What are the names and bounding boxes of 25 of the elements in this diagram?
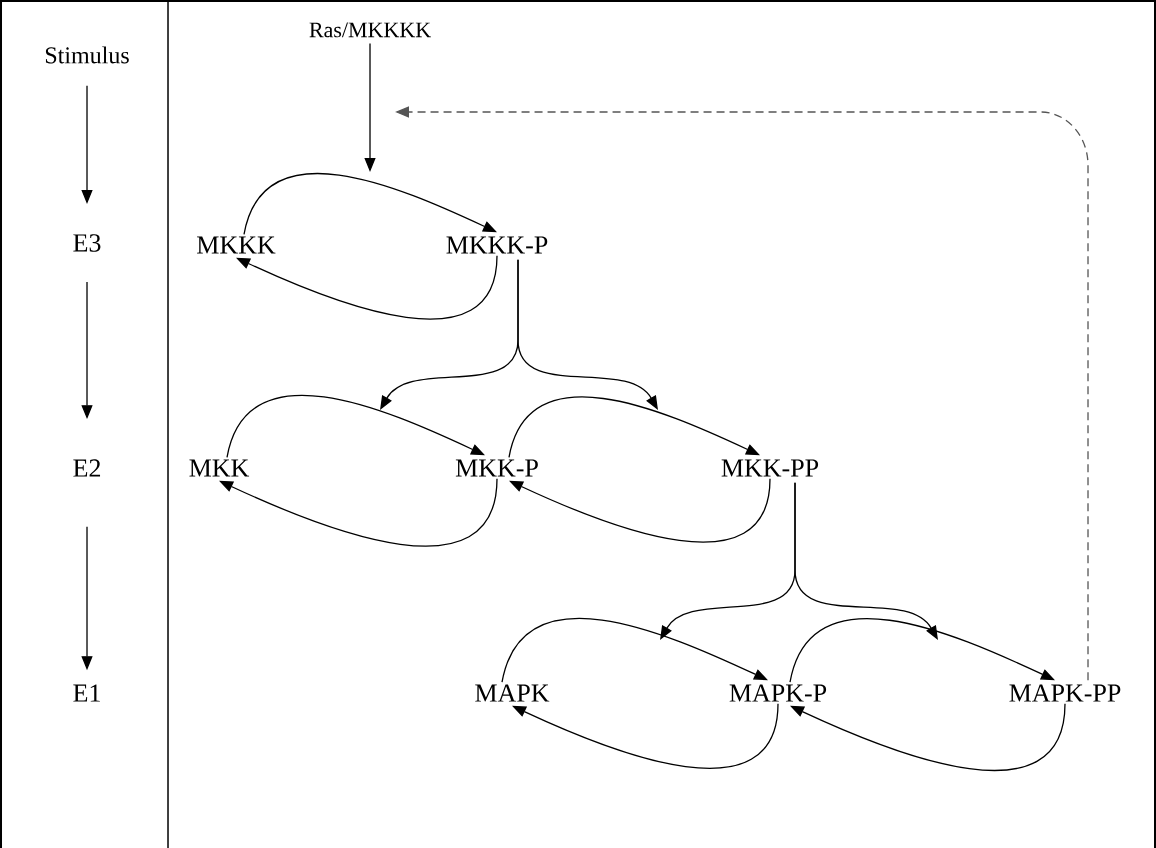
stage-label: E2 xyxy=(73,459,101,477)
arrow xyxy=(509,478,771,543)
protein-label: MKKK-P xyxy=(446,236,548,254)
arrow xyxy=(789,617,1055,683)
stage-label: E1 xyxy=(73,684,100,702)
protein-label: MAPK xyxy=(475,684,550,702)
arrow xyxy=(219,478,498,547)
arrow xyxy=(243,172,497,235)
stage-label: E3 xyxy=(73,234,101,252)
protein-label: MKK-P xyxy=(455,459,538,477)
protein-label: Ras/MKKKK xyxy=(309,22,431,38)
protein-label: MAPK-PP xyxy=(1009,684,1121,702)
protein-label: MKKK xyxy=(197,236,276,254)
arrow xyxy=(226,394,485,458)
protein-label: MKK-PP xyxy=(721,459,819,477)
arrow xyxy=(512,703,779,769)
protein-label: MAPK-P xyxy=(729,684,827,702)
protein-label: MKK xyxy=(189,459,250,477)
arrow xyxy=(236,255,498,320)
arrow xyxy=(517,259,658,410)
stage-label: Stimulus xyxy=(45,46,129,64)
arrow xyxy=(794,482,938,640)
arrow xyxy=(790,703,1066,772)
arrow xyxy=(508,396,760,458)
arrow xyxy=(501,617,768,683)
